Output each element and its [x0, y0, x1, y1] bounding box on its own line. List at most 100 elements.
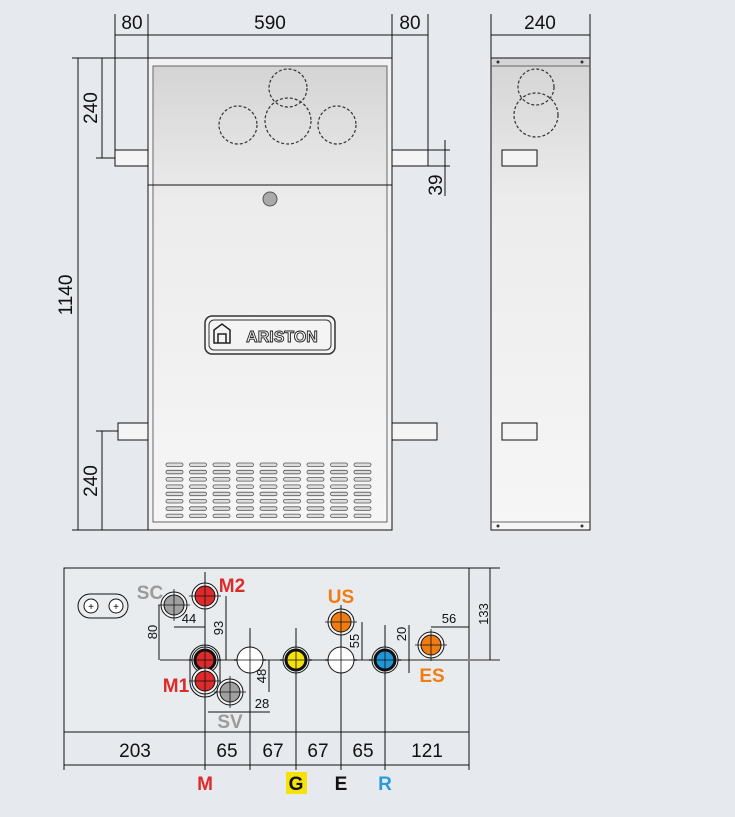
label-es: ES	[419, 666, 444, 687]
louver-slot	[283, 491, 301, 497]
louver-slot	[259, 499, 278, 504]
louver-slot	[353, 491, 372, 497]
louver-slot	[353, 484, 372, 489]
louver-slot	[283, 462, 301, 467]
ariston-logo: ARISTON	[204, 315, 336, 355]
louver-slot	[236, 477, 254, 482]
dim-depth: 240	[524, 13, 556, 34]
louver-slot	[212, 477, 231, 482]
louver-slot	[212, 499, 231, 504]
louver-slot	[236, 462, 254, 467]
flue-outline	[264, 97, 312, 145]
louver-slot	[212, 462, 231, 467]
svg-text:+: +	[113, 602, 119, 613]
louver-slot	[236, 499, 254, 504]
connection-e: E	[335, 774, 348, 795]
louver-slot	[165, 513, 184, 518]
louver-slot	[330, 491, 348, 497]
front-dimensions: 80 590 80 1140 240 240 39	[56, 13, 450, 531]
bottom-view: ++ SC M2 M1 SV US ES 44 80 93	[63, 567, 500, 795]
louver-slot	[165, 462, 184, 467]
louver-slot	[330, 513, 348, 518]
svg-text:65: 65	[352, 741, 373, 762]
svg-text:44: 44	[182, 611, 196, 626]
label-m1: M1	[163, 676, 190, 697]
louver-slot	[306, 499, 325, 504]
louver-slot	[330, 477, 348, 482]
svg-text:65: 65	[216, 741, 237, 762]
louver-slot	[259, 513, 278, 518]
louver-slot	[306, 506, 325, 511]
side-view: 240	[490, 13, 591, 531]
louver-slot	[283, 484, 301, 489]
dim-right-offset: 80	[399, 13, 420, 34]
fitting-m2	[189, 580, 221, 612]
fitting-sv	[214, 676, 246, 708]
front-view: ARISTON 80 590 80 1140 240 240	[56, 13, 450, 531]
dim-left-offset: 80	[121, 13, 142, 34]
louver-slot	[212, 491, 231, 497]
svg-text:80: 80	[145, 625, 160, 639]
fitting-us	[325, 606, 357, 638]
boiler-front-panel	[152, 65, 388, 523]
louver-slot	[236, 506, 254, 511]
louver-slot	[189, 513, 207, 518]
louver-slot	[353, 469, 372, 475]
louver-slot	[259, 477, 278, 482]
svg-text:203: 203	[119, 741, 151, 762]
louver-slot	[212, 506, 231, 511]
fitting-r	[369, 644, 401, 676]
louver-slot	[165, 477, 184, 482]
svg-text:67: 67	[307, 741, 328, 762]
louver-slot	[212, 513, 231, 518]
spacing-dimensions: 203 65 67 67 65 121	[64, 741, 469, 766]
louver-slot	[189, 499, 207, 504]
fitting-es	[415, 629, 447, 661]
label-sv: SV	[217, 712, 243, 733]
top-right-pipe	[391, 149, 429, 167]
louver-slot	[283, 469, 301, 475]
label-sc: SC	[137, 583, 164, 604]
connection-r: R	[378, 774, 392, 795]
svg-text:28: 28	[255, 696, 269, 711]
louver-slot	[283, 499, 301, 504]
svg-text:67: 67	[262, 741, 283, 762]
connection-g: G	[289, 774, 304, 795]
louver-slot	[330, 506, 348, 511]
louver-slot	[353, 477, 372, 482]
louver-slot	[306, 477, 325, 482]
louver-slot	[236, 484, 254, 489]
louver-slot	[189, 484, 207, 489]
louver-slot	[212, 469, 231, 475]
cable-gland: ++	[77, 593, 129, 619]
flue-outline	[218, 105, 258, 145]
vent-louvers	[165, 462, 372, 518]
louver-slot	[259, 506, 278, 511]
louver-slot	[189, 477, 207, 482]
dim-top-pipe: 240	[81, 92, 102, 124]
louver-slot	[353, 513, 372, 518]
louver-slot	[189, 491, 207, 497]
louver-slot	[259, 462, 278, 467]
inner-dimensions: 44 80 93 48 28 55 20 56 133	[145, 567, 500, 713]
dim-bottom-pipe: 240	[81, 465, 102, 497]
louver-slot	[259, 491, 278, 497]
svg-text:56: 56	[442, 611, 456, 626]
fitting-labels: SC M2 M1 SV US ES	[137, 576, 445, 733]
louver-slot	[165, 506, 184, 511]
louver-slot	[283, 477, 301, 482]
louver-slot	[330, 469, 348, 475]
connection-m: M	[197, 774, 213, 795]
louver-slot	[306, 513, 325, 518]
svg-text:133: 133	[476, 603, 491, 625]
svg-text:55: 55	[347, 634, 362, 648]
louver-slot	[259, 484, 278, 489]
fitting-e	[325, 644, 357, 676]
louver-slot	[306, 462, 325, 467]
louver-slot	[165, 491, 184, 497]
louver-slot	[189, 506, 207, 511]
fitting-m1	[189, 665, 221, 697]
label-m2: M2	[219, 576, 245, 597]
louver-slot	[283, 506, 301, 511]
